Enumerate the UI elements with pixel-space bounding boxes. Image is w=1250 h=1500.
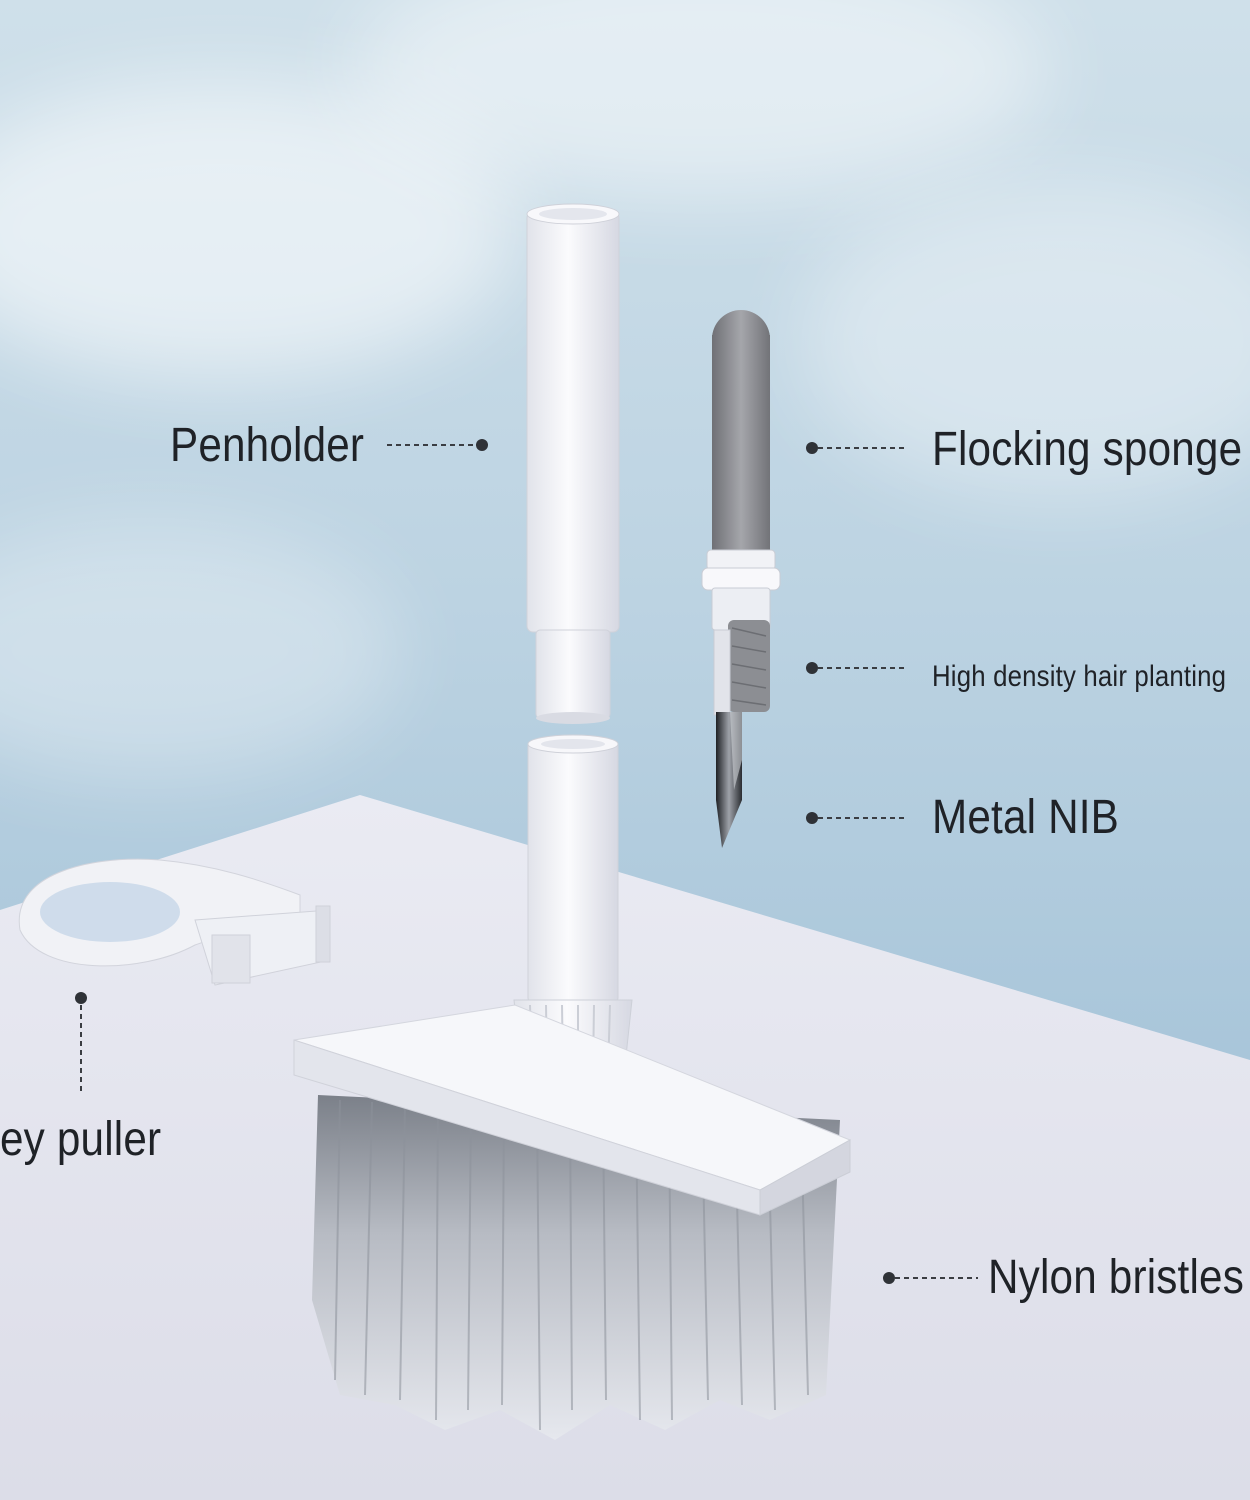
- label-nylon-bristles: Nylon bristles: [988, 1251, 1244, 1304]
- label-flocking-sponge: Flocking sponge: [932, 423, 1243, 476]
- flocking-sponge-pen: [701, 310, 781, 848]
- cloud-shape: [350, 0, 1050, 200]
- label-metal-nib: Metal NIB: [932, 791, 1120, 844]
- leader-dots: [75, 439, 895, 1284]
- cloud-shape: [800, 180, 1250, 500]
- label-high-density-hair: High density hair planting: [932, 660, 1227, 693]
- label-penholder: Penholder: [170, 419, 365, 472]
- key-puller: [18, 858, 331, 986]
- cloud-shape: [0, 80, 520, 380]
- brush-head: [293, 1004, 852, 1440]
- cloud-shape: [0, 520, 400, 780]
- label-key-puller: ey puller: [0, 1113, 162, 1166]
- penholder-tube: [526, 203, 620, 724]
- leader-lines: [80, 444, 978, 1279]
